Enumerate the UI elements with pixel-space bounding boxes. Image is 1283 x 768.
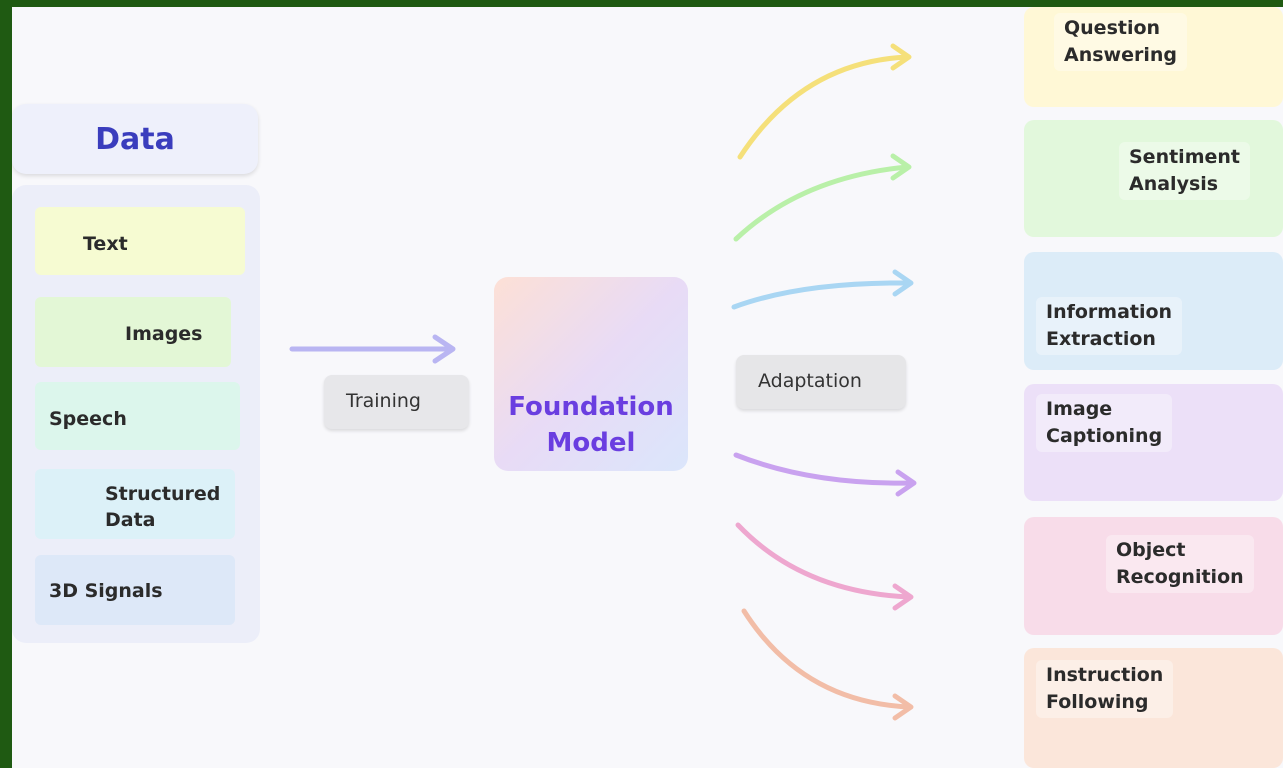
task-label-line1: Information [1046,301,1173,323]
training-arrow [289,334,456,364]
adaptation-arrow [731,269,914,310]
task-label-line2: Recognition [1116,566,1244,588]
data-item-images: Images [22,286,231,368]
training-label: Training [346,390,421,412]
data-panel: Text Images Speech [12,185,260,643]
data-title: Data [12,104,258,174]
data-item-3d-signals: 3D Signals [35,555,239,625]
data-item-label: Text [83,233,128,255]
data-item-speech: Speech [35,382,240,453]
adaptation-arrow [737,43,912,160]
foundation-model-label: Foundation Model [494,389,688,461]
data-item-label-2: Data [105,509,156,531]
task-label-line1: Object [1116,539,1186,561]
task-label-line1: Sentiment [1129,146,1240,168]
task-label-line1: Question [1064,17,1161,39]
adaptation-arrow [733,452,917,497]
task-label-line1: Image [1046,398,1113,420]
task-label-line2: Following [1046,691,1149,713]
training-pill: Training [324,375,469,429]
svg-text:?: ? [1216,22,1234,62]
adaptation-label: Adaptation [758,370,862,392]
adaptation-arrow [741,608,914,721]
data-item-text: Text [35,207,246,295]
data-item-label: Speech [49,408,127,430]
foundation-model-line2: Model [546,428,636,458]
task-label-line2: Extraction [1046,328,1156,350]
data-item-label: 3D Signals [49,580,163,602]
data-item-label: Structured [105,483,221,505]
task-label-line2: Captioning [1046,425,1163,447]
data-item-structured: Structured Data [35,469,235,539]
adaptation-arrow [733,153,912,242]
task-label-line1: Instruction [1046,664,1164,686]
data-item-label: Images [125,323,203,345]
adaptation-arrow [735,522,914,611]
task-label-line2: Answering [1064,44,1177,66]
task-label-line2: Analysis [1129,173,1219,195]
diagram-canvas: Data Text Images [12,7,1283,768]
foundation-model-line1: Foundation [508,392,674,422]
arrows-layer [289,43,917,721]
